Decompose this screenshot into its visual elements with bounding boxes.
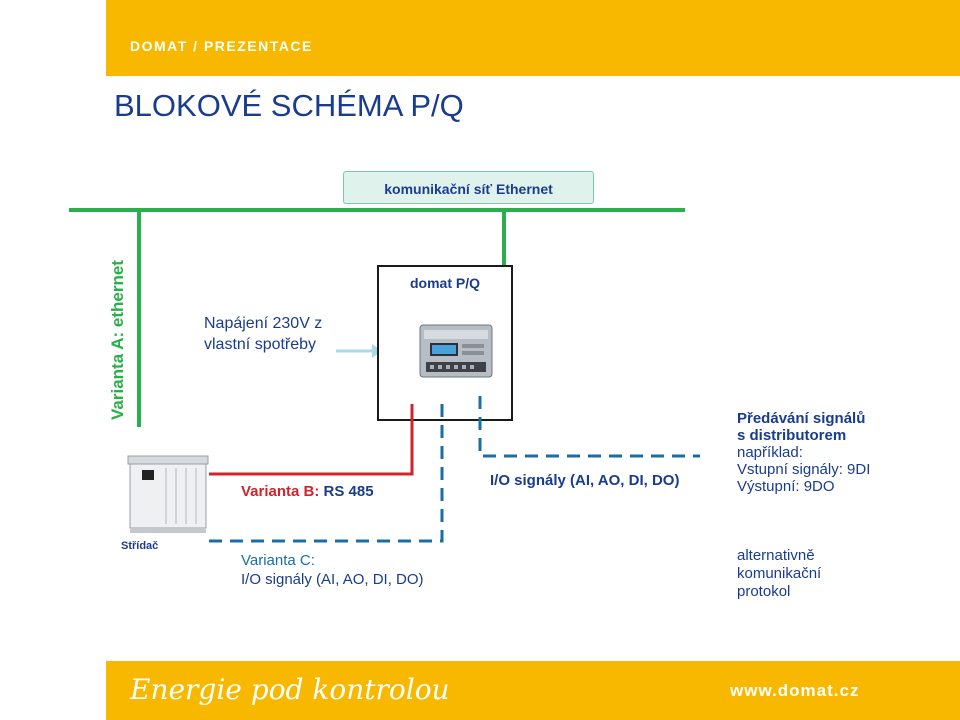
distributor-text: Předávání signálů s distributorem napřík… (737, 410, 870, 495)
alternative-text: alternativně komunikační protokol (737, 547, 821, 601)
power-supply-line2: vlastní spotřeby (204, 334, 322, 355)
variant-b-value: RS 485 (324, 483, 374, 500)
variant-c-text: Varianta C: I/O signály (AI, AO, DI, DO) (241, 551, 424, 589)
variant-c-label: Varianta C: (241, 551, 424, 570)
alternative-line1: alternativně (737, 547, 821, 565)
power-supply-line1: Napájení 230V z (204, 313, 322, 334)
distributor-line2: s distributorem (737, 427, 870, 444)
distributor-line5: Výstupní: 9DO (737, 478, 870, 495)
alternative-line3: protokol (737, 583, 821, 601)
distributor-line4: Vstupní signály: 9DI (737, 461, 870, 478)
variant-b-text: Varianta B: RS 485 (241, 483, 374, 500)
device-title: domat P/Q (378, 275, 512, 291)
power-supply-label: Napájení 230V z vlastní spotřeby (204, 313, 322, 355)
controller-icon (420, 325, 492, 377)
variant-c-value: I/O signály (AI, AO, DI, DO) (241, 570, 424, 589)
inverter-label: Střídač (121, 540, 158, 552)
alternative-line2: komunikační (737, 565, 821, 583)
inverter-icon (128, 456, 208, 533)
variant-a-label: Varianta A: ethernet (108, 260, 128, 420)
io-signals-label: I/O signály (AI, AO, DI, DO) (490, 472, 679, 489)
footer-slogan: Energie pod kontrolou (130, 673, 450, 706)
distributor-line3: například: (737, 444, 870, 461)
footer-website: www.domat.cz (730, 681, 859, 701)
variant-b-label: Varianta B: (241, 483, 319, 500)
distributor-line1: Předávání signálů (737, 410, 870, 427)
